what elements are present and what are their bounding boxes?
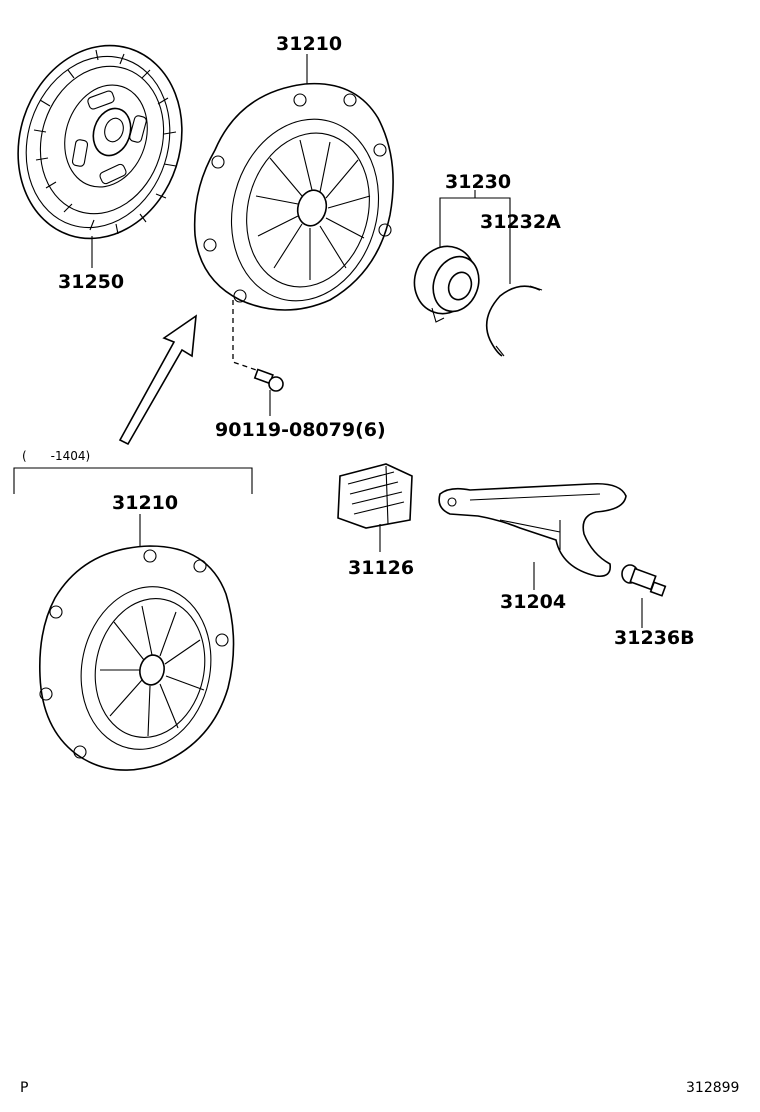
part-label-31210-top: 31210 <box>276 33 342 55</box>
part-label-31232A: 31232A <box>480 211 561 233</box>
release-fork-boot-drawing <box>337 463 413 529</box>
arrow-indicator <box>118 314 197 446</box>
date-range-bracket <box>13 467 253 494</box>
part-label-31236B: 31236B <box>614 627 695 649</box>
clutch-cover-top-drawing <box>193 82 394 311</box>
part-label-31250: 31250 <box>58 271 124 293</box>
footer-left-code: P <box>20 1080 28 1096</box>
part-label-31126: 31126 <box>348 557 414 579</box>
bolt-drawing <box>253 368 284 392</box>
part-label-31210-bottom: 31210 <box>112 492 178 514</box>
part-label-31204: 31204 <box>500 591 566 613</box>
part-label-31230: 31230 <box>445 171 511 193</box>
pivot-stud-drawing <box>621 564 667 597</box>
assembly-dashed-line <box>232 300 263 373</box>
clutch-disc-drawing <box>17 44 183 240</box>
footer-figure-number: 312899 <box>686 1080 739 1096</box>
date-range-label: ( -1404) <box>22 449 90 463</box>
part-label-bolt: 90119-08079(6) <box>215 419 386 441</box>
release-fork-drawing <box>438 482 627 578</box>
release-bearing-drawing <box>413 245 480 323</box>
clutch-cover-bottom-drawing <box>38 545 235 771</box>
bearing-clip-drawing <box>485 285 543 357</box>
